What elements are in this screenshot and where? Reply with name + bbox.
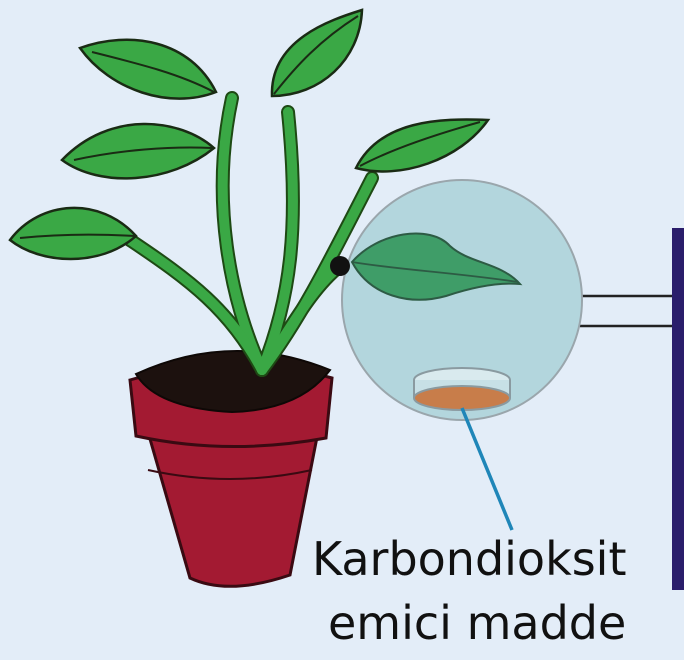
leaf-mid-left [62,124,214,178]
globe-seal [330,256,350,276]
caption-line-1: Karbondioksit [312,536,684,582]
leaf-mid-right [356,120,488,172]
leaf-top-left [80,40,216,99]
absorbent-dish [414,368,510,410]
caption-line-2: emici madde [328,600,684,646]
pointer-line [462,408,512,530]
flower-pot [130,351,332,586]
leaf-low-left [10,208,136,259]
